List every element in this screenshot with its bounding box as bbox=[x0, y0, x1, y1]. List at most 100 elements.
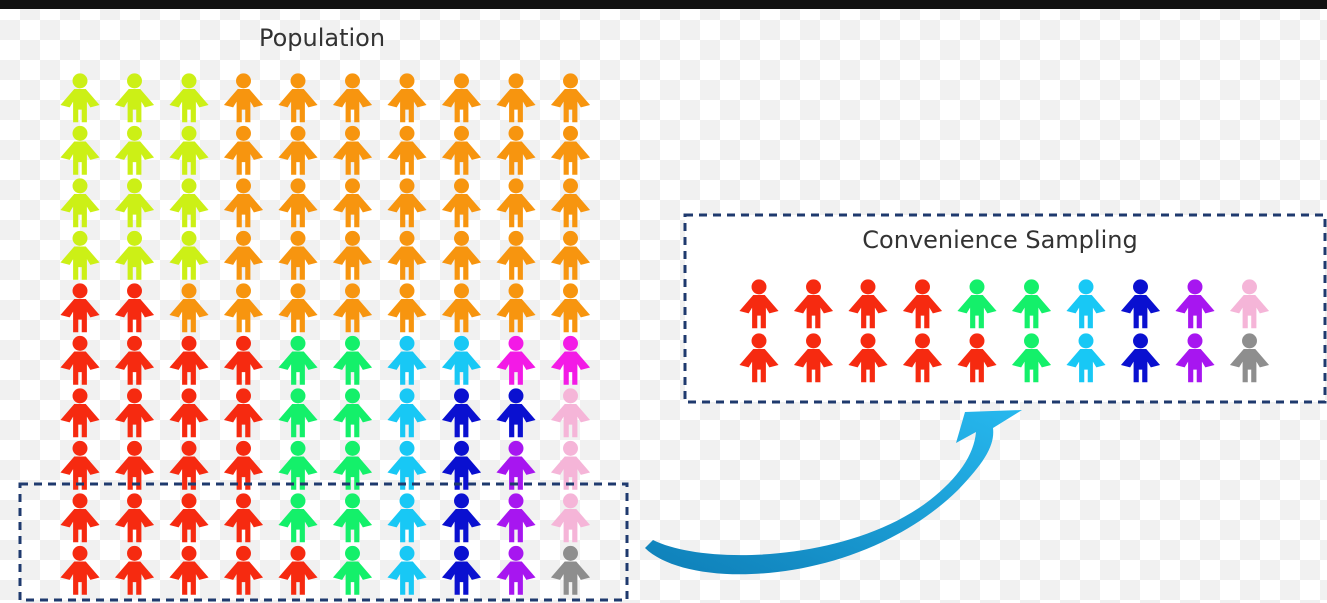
person-icon bbox=[60, 335, 100, 385]
sample-dashed-box bbox=[683, 213, 1327, 404]
person-icon bbox=[848, 333, 888, 383]
person-icon bbox=[114, 388, 155, 438]
person-icon bbox=[1120, 279, 1161, 329]
person-icon bbox=[278, 335, 318, 385]
person-icon bbox=[848, 279, 888, 329]
person-icon bbox=[387, 125, 427, 175]
person-icon bbox=[114, 283, 155, 333]
person-icon bbox=[60, 283, 100, 333]
person-icon bbox=[957, 333, 997, 383]
person-icon bbox=[387, 388, 427, 438]
person-icon bbox=[1229, 333, 1270, 383]
person-icon bbox=[550, 283, 591, 333]
person-icon bbox=[441, 73, 482, 123]
person-icon bbox=[496, 545, 536, 595]
person-icon bbox=[387, 178, 427, 228]
sample-grid bbox=[739, 279, 1270, 383]
person-icon bbox=[332, 283, 373, 333]
person-icon bbox=[278, 230, 318, 280]
person-icon bbox=[169, 230, 209, 280]
person-icon bbox=[223, 125, 264, 175]
person-icon bbox=[902, 333, 943, 383]
person-icon bbox=[1066, 333, 1106, 383]
person-icon bbox=[278, 178, 318, 228]
person-icon bbox=[60, 125, 100, 175]
person-icon bbox=[496, 388, 536, 438]
person-icon bbox=[60, 493, 100, 543]
person-icon bbox=[278, 125, 318, 175]
person-icon bbox=[550, 178, 591, 228]
person-icon bbox=[1175, 279, 1215, 329]
person-icon bbox=[387, 283, 427, 333]
person-icon bbox=[60, 545, 100, 595]
person-icon bbox=[793, 333, 834, 383]
person-icon bbox=[1011, 333, 1052, 383]
person-icon bbox=[114, 125, 155, 175]
person-icon bbox=[223, 493, 264, 543]
person-icon bbox=[223, 388, 264, 438]
person-icon bbox=[387, 230, 427, 280]
person-icon bbox=[278, 283, 318, 333]
person-icon bbox=[332, 545, 373, 595]
person-icon bbox=[387, 335, 427, 385]
person-icon bbox=[957, 279, 997, 329]
person-icon bbox=[902, 279, 943, 329]
person-icon bbox=[169, 178, 209, 228]
person-icon bbox=[60, 440, 100, 490]
sample-title: Convenience Sampling bbox=[862, 226, 1137, 254]
person-icon bbox=[739, 333, 779, 383]
person-icon bbox=[387, 73, 427, 123]
person-icon bbox=[441, 178, 482, 228]
person-icon bbox=[60, 178, 100, 228]
person-icon bbox=[114, 545, 155, 595]
person-icon bbox=[223, 283, 264, 333]
population-title: Population bbox=[259, 24, 385, 52]
person-icon bbox=[1175, 333, 1215, 383]
person-icon bbox=[278, 493, 318, 543]
person-icon bbox=[332, 388, 373, 438]
person-icon bbox=[114, 335, 155, 385]
person-icon bbox=[332, 335, 373, 385]
person-icon bbox=[1066, 279, 1106, 329]
person-icon bbox=[496, 493, 536, 543]
person-icon bbox=[223, 178, 264, 228]
person-icon bbox=[332, 493, 373, 543]
person-icon bbox=[169, 493, 209, 543]
top-border-bar bbox=[0, 0, 1327, 9]
person-icon bbox=[169, 125, 209, 175]
person-icon bbox=[60, 230, 100, 280]
person-icon bbox=[550, 545, 591, 595]
person-icon bbox=[169, 440, 209, 490]
population-grid bbox=[60, 73, 591, 595]
person-icon bbox=[496, 178, 536, 228]
person-icon bbox=[441, 493, 482, 543]
person-icon bbox=[332, 230, 373, 280]
person-icon bbox=[550, 335, 591, 385]
person-icon bbox=[496, 440, 536, 490]
person-icon bbox=[441, 230, 482, 280]
person-icon bbox=[169, 283, 209, 333]
person-icon bbox=[223, 230, 264, 280]
person-icon bbox=[550, 73, 591, 123]
person-icon bbox=[332, 440, 373, 490]
person-icon bbox=[1120, 333, 1161, 383]
person-icon bbox=[114, 73, 155, 123]
person-icon bbox=[441, 125, 482, 175]
person-icon bbox=[496, 125, 536, 175]
person-icon bbox=[278, 440, 318, 490]
person-icon bbox=[60, 73, 100, 123]
person-icon bbox=[387, 440, 427, 490]
person-icon bbox=[169, 73, 209, 123]
person-icon bbox=[793, 279, 834, 329]
person-icon bbox=[550, 230, 591, 280]
person-icon bbox=[387, 545, 427, 595]
person-icon bbox=[550, 125, 591, 175]
person-icon bbox=[169, 335, 209, 385]
person-icon bbox=[60, 388, 100, 438]
person-icon bbox=[223, 73, 264, 123]
person-icon bbox=[496, 73, 536, 123]
person-icon bbox=[332, 73, 373, 123]
person-icon bbox=[278, 388, 318, 438]
person-icon bbox=[496, 283, 536, 333]
